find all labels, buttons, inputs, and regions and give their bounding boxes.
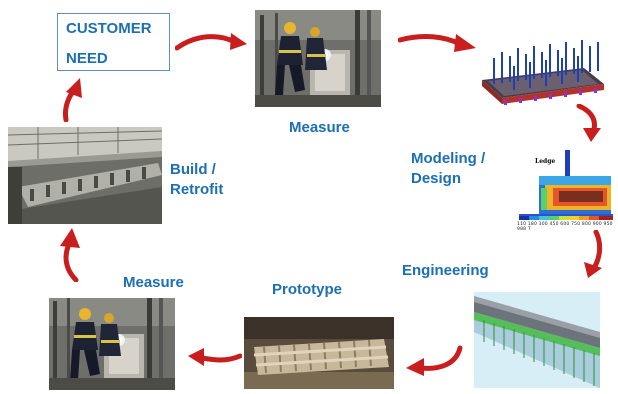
engineering-image (474, 292, 600, 388)
stage-label-engineering: Engineering (402, 262, 489, 279)
ledge-label: Ledge (535, 158, 556, 165)
customer-need-box: CUSTOMER NEED (57, 13, 170, 71)
stage-label-measure-top: Measure (289, 119, 350, 136)
curved-red-arrow-icon (60, 228, 80, 282)
simulation-image (519, 150, 613, 220)
color-scale-values: 110 180 300 450 600 750 800 900 950 988 … (517, 222, 613, 232)
stage-label-measure-bottom: Measure (123, 274, 184, 291)
build-retrofit-photo (8, 127, 162, 224)
stage-label-modeling-line1: Modeling / (411, 150, 486, 167)
customer-need-line1: CUSTOMER (66, 20, 152, 37)
curved-red-arrow-icon (188, 348, 242, 366)
stage-label-build-line1: Build / (170, 161, 216, 178)
measure-top-photo (255, 10, 381, 107)
curved-red-arrow-icon (175, 33, 247, 51)
customer-need-line2: NEED (66, 50, 108, 67)
stage-label-build-line2: Retrofit (170, 181, 224, 198)
curved-red-arrow-icon (63, 78, 82, 122)
curved-red-arrow-icon (406, 345, 463, 376)
stage-label-modeling-line2: Design (411, 170, 462, 187)
prototype-photo (244, 317, 394, 389)
measure-bottom-photo (49, 298, 175, 390)
curved-red-arrow-icon (398, 34, 476, 52)
model-3d-image (474, 38, 610, 108)
curved-red-arrow-icon (584, 230, 603, 278)
stage-label-prototype: Prototype (272, 281, 343, 298)
curved-red-arrow-icon (576, 104, 601, 142)
